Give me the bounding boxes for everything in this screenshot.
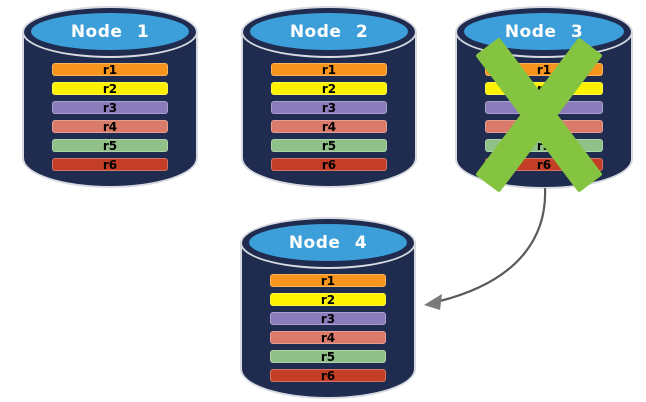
failover-arrow — [424, 187, 547, 310]
replica-bar-r4: r4 — [270, 331, 386, 344]
node-2-cylinder: Node 2 r1 r2 r3 r4 r5 r6 — [241, 6, 417, 188]
replica-bar-r2: r2 — [271, 82, 387, 95]
replica-bar-r6: r6 — [270, 369, 386, 382]
node-1-cylinder-top: Node 1 — [22, 6, 198, 58]
node-1-cylinder: Node 1 r1 r2 r3 r4 r5 r6 — [22, 6, 198, 188]
node-3-cylinder: Node 3 r1 r2 r3 r4 r5 r6 — [455, 6, 633, 193]
replica-bar-r1: r1 — [270, 274, 386, 287]
replica-bar-r1: r1 — [271, 63, 387, 76]
node-4-replica-list: r1 r2 r3 r4 r5 r6 — [270, 274, 386, 388]
node-2-replica-list: r1 r2 r3 r4 r5 r6 — [271, 63, 387, 177]
node-2-cylinder-cap: Node 2 — [250, 13, 408, 50]
replica-bar-r4: r4 — [52, 120, 168, 133]
replica-bar-r4: r4 — [271, 120, 387, 133]
node-2-label: Node 2 — [289, 21, 369, 42]
node-1-cylinder-cap: Node 1 — [31, 13, 189, 50]
replica-bar-r5: r5 — [270, 350, 386, 363]
replica-bar-r3: r3 — [270, 312, 386, 325]
node-4-cylinder-cap: Node 4 — [249, 224, 407, 261]
node-1-replica-list: r1 r2 r3 r4 r5 r6 — [52, 63, 168, 177]
node-4-cylinder-top: Node 4 — [240, 217, 416, 269]
node-3-label: Node 3 — [504, 21, 584, 42]
replica-bar-r2: r2 — [270, 293, 386, 306]
replica-bar-r2: r2 — [52, 82, 168, 95]
node-2-cylinder-top: Node 2 — [241, 6, 417, 58]
replica-bar-r5: r5 — [52, 139, 168, 152]
failover-arrow-line — [439, 187, 547, 303]
failover-arrowhead-icon — [424, 294, 442, 310]
replica-bar-r3: r3 — [52, 101, 168, 114]
replica-bar-r5: r5 — [271, 139, 387, 152]
node-3-cylinder-cap: Node 3 — [464, 13, 624, 50]
node-1-label: Node 1 — [70, 21, 150, 42]
failure-x-icon — [475, 37, 603, 193]
replica-bar-r6: r6 — [52, 158, 168, 171]
replica-bar-r6: r6 — [271, 158, 387, 171]
replica-bar-r1: r1 — [52, 63, 168, 76]
replica-bar-r3: r3 — [271, 101, 387, 114]
node-4-label: Node 4 — [288, 232, 368, 253]
node-4-cylinder: Node 4 r1 r2 r3 r4 r5 r6 — [240, 217, 416, 399]
